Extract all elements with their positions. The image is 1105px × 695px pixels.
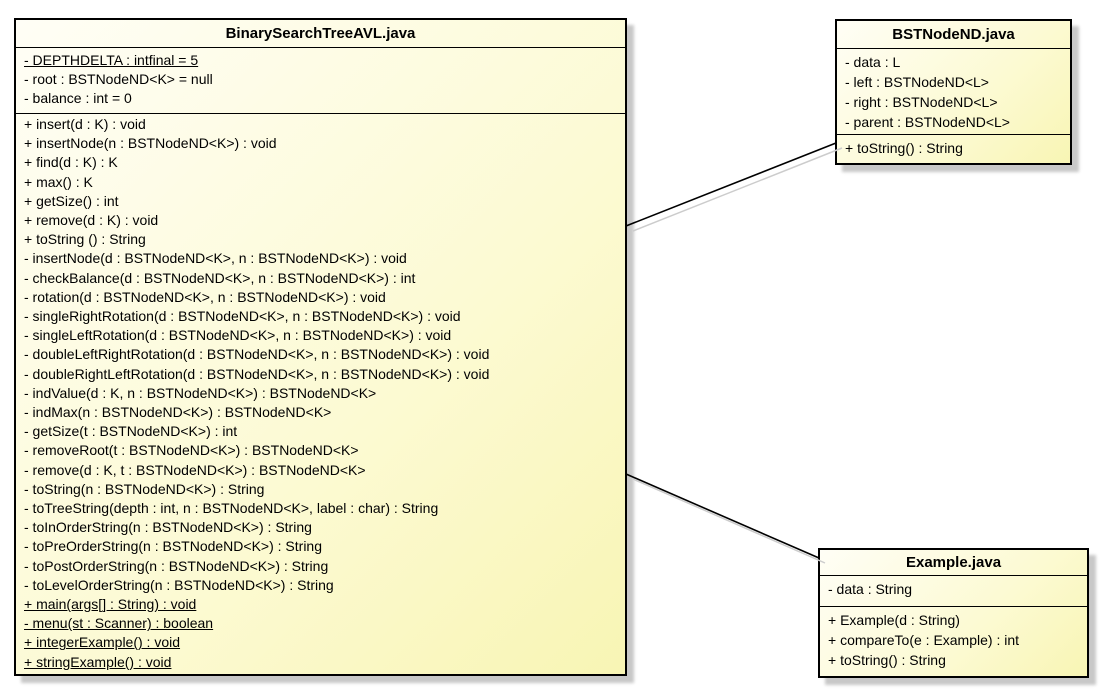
relation-avl-bstnode-shadow: [632, 147, 843, 232]
method-item: - singleRightRotation(d : BSTNodeND<K>, …: [24, 308, 461, 325]
attribute-item: - right : BSTNodeND<L>: [845, 94, 998, 110]
methods-section: + toString() : String: [837, 135, 1070, 163]
method-item: - getSize(t : BSTNodeND<K>) : int: [24, 423, 238, 440]
attributes-section: - DEPTHDELTA : intfinal = 5 - root : BST…: [16, 48, 625, 114]
relation-avl-bstnode-line[interactable]: [625, 142, 837, 227]
class-title: Example.java: [820, 550, 1087, 576]
attribute-item: - data : String: [828, 581, 913, 597]
method-item: - toPostOrderString(n : BSTNodeND<K>) : …: [24, 557, 329, 574]
method-item: - toString(n : BSTNodeND<K>) : String: [24, 480, 265, 497]
attribute-item: - root : BSTNodeND<K> = null: [24, 71, 213, 88]
relation-avl-example-shadow: [632, 478, 826, 564]
methods-section: + insert(d : K) : void + insertNode(n : …: [16, 114, 625, 674]
method-item: - doubleRightLeftRotation(d : BSTNodeND<…: [24, 365, 490, 382]
method-item: + integerExample() : void: [24, 634, 181, 651]
method-item: - rotation(d : BSTNodeND<K>, n : BSTNode…: [24, 288, 386, 305]
attributes-section: - data : String: [820, 576, 1087, 607]
method-item: - doubleLeftRightRotation(d : BSTNodeND<…: [24, 346, 490, 363]
method-item: - singleLeftRotation(d : BSTNodeND<K>, n…: [24, 327, 452, 344]
method-item: + find(d : K) : K: [24, 154, 118, 171]
attributes-section: - data : L - left : BSTNodeND<L> - right…: [837, 49, 1070, 135]
attribute-item: - left : BSTNodeND<L>: [845, 74, 989, 90]
method-item: + Example(d : String): [828, 612, 960, 628]
attribute-item: - data : L: [845, 54, 901, 70]
method-item: - toInOrderString(n : BSTNodeND<K>) : St…: [24, 519, 312, 536]
method-item: + remove(d : K) : void: [24, 212, 159, 229]
method-item: - toTreeString(depth : int, n : BSTNodeN…: [24, 500, 439, 517]
method-item: + main(args[] : String) : void: [24, 596, 197, 613]
class-box-bstnodend[interactable]: BSTNodeND.java - data : L - left : BSTNo…: [835, 19, 1072, 165]
attribute-item: - DEPTHDELTA : intfinal = 5: [24, 52, 199, 68]
method-item: + insertNode(n : BSTNodeND<K>) : void: [24, 135, 277, 152]
method-item: - indValue(d : K, n : BSTNodeND<K>) : BS…: [24, 384, 377, 401]
method-item: + compareTo(e : Example) : int: [828, 632, 1020, 648]
method-item: + toString() : String: [845, 140, 963, 156]
method-item: + max() : K: [24, 173, 93, 190]
method-item: - insertNode(d : BSTNodeND<K>, n : BSTNo…: [24, 250, 407, 267]
method-item: - menu(st : Scanner) : boolean: [24, 615, 214, 632]
method-item: + toString () : String: [24, 231, 146, 248]
method-item: - indMax(n : BSTNodeND<K>) : BSTNodeND<K…: [24, 404, 332, 421]
method-item: + getSize() : int: [24, 192, 119, 209]
method-item: - toPreOrderString(n : BSTNodeND<K>) : S…: [24, 538, 322, 555]
method-item: + insert(d : K) : void: [24, 116, 146, 132]
method-item: - removeRoot(t : BSTNodeND<K>) : BSTNode…: [24, 442, 359, 459]
class-box-binarysearchtreeavl[interactable]: BinarySearchTreeAVL.java - DEPTHDELTA : …: [14, 18, 627, 676]
method-item: + toString() : String: [828, 652, 946, 668]
class-title: BSTNodeND.java: [837, 21, 1070, 49]
class-box-example[interactable]: Example.java - data : String + Example(d…: [818, 548, 1089, 678]
methods-section: + Example(d : String) + compareTo(e : Ex…: [820, 607, 1087, 676]
method-item: - toLevelOrderString(n : BSTNodeND<K>) :…: [24, 576, 334, 593]
method-item: + stringExample() : void: [24, 653, 172, 670]
method-item: - remove(d : K, t : BSTNodeND<K>) : BSTN…: [24, 461, 366, 478]
attribute-item: - balance : int = 0: [24, 90, 132, 107]
method-item: - checkBalance(d : BSTNodeND<K>, n : BST…: [24, 269, 416, 286]
attribute-item: - parent : BSTNodeND<L>: [845, 114, 1010, 130]
class-title: BinarySearchTreeAVL.java: [16, 20, 625, 48]
relation-avl-example-line[interactable]: [625, 473, 820, 559]
